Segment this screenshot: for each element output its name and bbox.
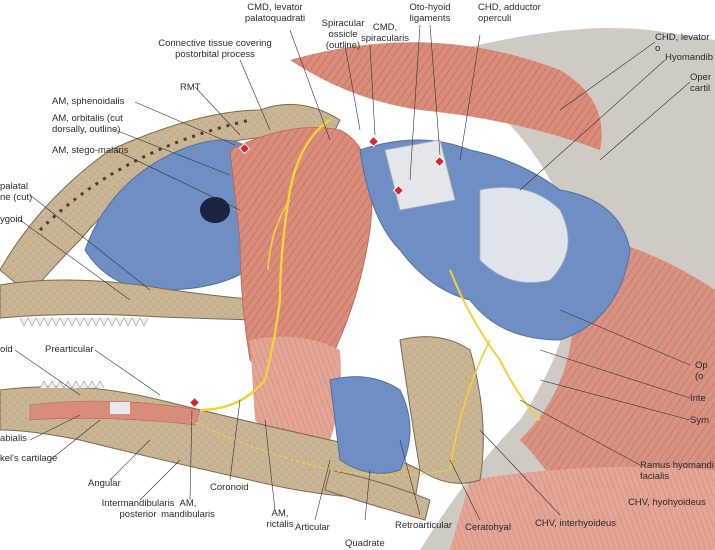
red-markers (188, 135, 446, 409)
adductor-muscle (229, 127, 373, 376)
label-opercular-cartilage: Oper cartil (690, 72, 712, 94)
quadrate-cartilage (329, 376, 411, 474)
label-rmt: RMT (180, 82, 201, 93)
lower-teeth (39, 380, 105, 389)
label-meckels-cartilage: kel's cartilage (0, 453, 58, 464)
label-chv-interhyoideus: CHV, interhyoideus (535, 518, 616, 529)
nerve-trunk (199, 119, 331, 412)
label-cmd-levator-palatoquadrati: CMD, levator palatoquadrati (244, 2, 306, 24)
ramus-hyomandibularis-nerve (449, 269, 541, 421)
label-am-stego-malaris: AM, stego-malaris (52, 145, 129, 156)
label-am-mandibularis: AM, mandibularis (161, 498, 215, 520)
orbit-foramen (200, 197, 230, 223)
label-chv-hyohyoideus: CHV, hyohyoideus (628, 497, 706, 508)
label-quadrate: Quadrate (345, 538, 385, 549)
label-ramus-hyomandibularis: Ramus hyomandi facialis (640, 460, 714, 482)
label-coronoid: Coronoid (210, 482, 249, 493)
label-am-orbitalis: AM, orbitalis (cut dorsally, outline) (52, 113, 123, 135)
label-oto-hyoid-ligaments: Oto-hyoid ligaments (409, 2, 451, 24)
meckels-band (110, 402, 130, 414)
label-prearticular: Prearticular (45, 344, 94, 355)
label-pterygoid: ygoid (0, 214, 23, 225)
label-spiracular-ossicle: Spiracular ossicle (outline) (321, 18, 365, 51)
skull-roof (0, 103, 341, 296)
chv-hyohyoideus-muscle (450, 466, 715, 550)
label-connective-tissue: Connective tissue covering postorbital p… (158, 38, 272, 60)
nerve-branch (267, 199, 291, 271)
jaw-dashed-nerve (189, 419, 451, 476)
label-articular: Articular (295, 522, 330, 533)
hyomandibula-cartilage (479, 187, 569, 283)
label-am-rictalis: AM, rictalis (266, 508, 294, 530)
label-opercular-right: Op (o (695, 360, 708, 382)
label-symplectic: Sym (690, 415, 709, 426)
label-retroarticular: Retroarticular (395, 520, 453, 531)
dorsal-muscle (290, 42, 602, 150)
label-interhyal: Inte (690, 393, 706, 404)
label-labialis: abialis (0, 433, 27, 444)
label-am-sphenoidalis: AM, sphenoidalis (52, 96, 125, 107)
label-oid: oid (0, 344, 13, 355)
nerve-branch-2 (449, 339, 491, 471)
retroarticular-bone (324, 469, 431, 521)
label-chd-levator: CHD, levator o (655, 32, 710, 54)
label-cmd-spiracularis: CMD, spiracularis (360, 22, 410, 44)
upper-teeth (19, 317, 149, 327)
label-intermandibularis-posterior: Intermandibularis posterior (101, 498, 175, 520)
ceratohyal-bone (399, 336, 484, 484)
label-angular: Angular (88, 478, 121, 489)
skull-roof-dots (38, 118, 251, 232)
label-ceratohyal: Ceratohyal (465, 522, 511, 533)
label-hyomandibula: Hyomandib (665, 52, 714, 63)
leader-lines (14, 24, 691, 521)
label-palatal-cut: palatal ne (cut) (0, 181, 33, 203)
label-chd-adductor-operculi: CHD, adductor operculi (478, 2, 541, 24)
